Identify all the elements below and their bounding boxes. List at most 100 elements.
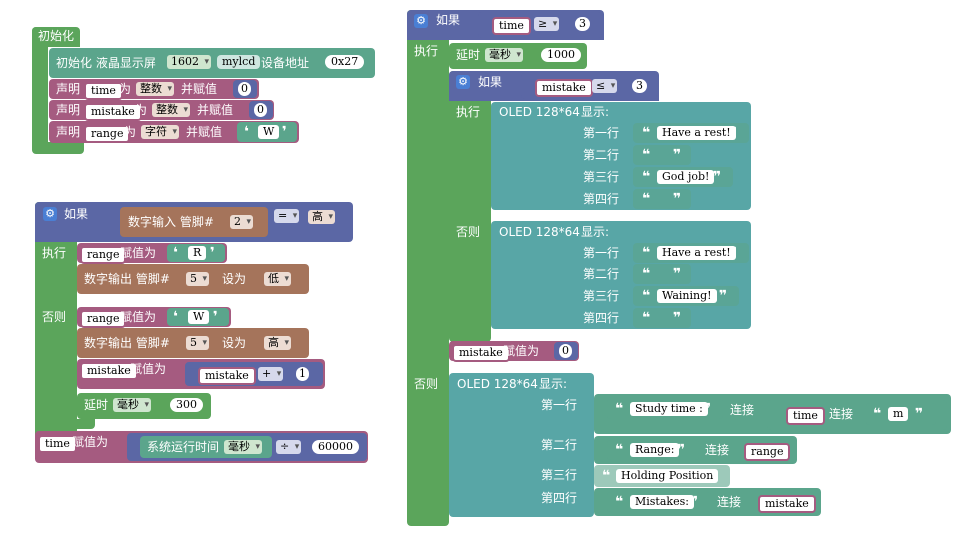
oled-main-row3-text[interactable]: Holding Position	[616, 469, 719, 483]
left-else-range-value[interactable]: W	[188, 310, 210, 324]
left-else-delay-unit[interactable]: 毫秒	[113, 398, 151, 412]
oled-else-block[interactable]	[491, 221, 751, 329]
oled-main-row2-join-label: 连接	[705, 443, 730, 457]
decl-mistake-prefix: 声明	[56, 103, 81, 117]
oled-main-title: OLED 128*64	[457, 377, 538, 391]
decl-range-assign: 并赋值	[186, 125, 223, 139]
decl-mistake-value[interactable]: 0	[254, 103, 267, 117]
decl-time-type[interactable]: 整数	[136, 82, 174, 96]
left-then-range-assign-label: 赋值为	[120, 246, 157, 260]
time-assign-value[interactable]: 60000	[312, 440, 359, 454]
left-else-digital-out-label: 数字输出 管脚#	[84, 336, 170, 350]
left-cond-value[interactable]: 高	[308, 210, 335, 224]
lcd-addr-label: 设备地址	[261, 56, 310, 70]
decl-time-var[interactable]: time	[84, 82, 123, 100]
left-then-range-var[interactable]: range	[80, 246, 127, 264]
left-else-mistake-value[interactable]: 1	[296, 367, 309, 381]
decl-mistake-type[interactable]: 整数	[152, 103, 190, 117]
open-quote-icon: ❝	[615, 442, 624, 458]
oled-main-row2-var[interactable]: range	[744, 443, 791, 461]
left-else-band	[35, 307, 77, 427]
left-else-pin[interactable]: 5	[186, 336, 209, 350]
left-then-level[interactable]: 低	[264, 272, 291, 286]
inner-then-label: 执行	[456, 105, 481, 119]
left-cond-op[interactable]: =	[274, 209, 300, 223]
left-else-delay-value[interactable]: 300	[170, 398, 203, 412]
close-quote-icon: ❞	[915, 406, 924, 422]
right-cond-var[interactable]: time	[492, 17, 531, 35]
inner-cond-var[interactable]: mistake	[535, 79, 593, 97]
oled-then-row1-label: 第一行	[583, 126, 620, 140]
oled-else-row3-label: 第三行	[583, 289, 620, 303]
lcd-var-name[interactable]: mylcd	[217, 55, 261, 69]
close-quote-icon: ❞	[673, 147, 682, 163]
oled-then-row3-text[interactable]: God job!	[657, 170, 715, 184]
decl-range-var[interactable]: range	[84, 125, 131, 143]
left-else-range-assign-label: 赋值为	[120, 310, 157, 324]
left-else-op[interactable]: +	[258, 367, 284, 381]
lcd-init-block[interactable]	[49, 48, 375, 78]
oled-main-row2-text[interactable]: Range:	[630, 443, 680, 457]
open-quote-icon: ❛	[173, 309, 178, 325]
time-assign-var[interactable]: time	[38, 435, 77, 453]
left-then-range-value[interactable]: R	[188, 246, 207, 260]
oled-else-row1-text[interactable]: Have a rest!	[657, 246, 736, 260]
lcd-model-dropdown[interactable]: 1602	[167, 55, 211, 69]
right-delay-value[interactable]: 1000	[541, 48, 581, 62]
oled-main-show: 显示:	[539, 377, 568, 391]
right-cond-value[interactable]: 3	[575, 17, 590, 31]
inner-cond-op[interactable]: ≤	[592, 79, 618, 93]
left-else-mistake-var[interactable]: mistake	[80, 362, 138, 380]
gear-icon[interactable]: ⚙	[414, 14, 428, 28]
left-then-set-label: 设为	[222, 272, 247, 286]
right-else-label: 否则	[414, 377, 439, 391]
left-else-set-label: 设为	[222, 336, 247, 350]
decl-range-value[interactable]: W	[258, 125, 280, 139]
oled-then-row1-text[interactable]: Have a rest!	[657, 126, 736, 140]
oled-then-block[interactable]	[491, 102, 751, 210]
left-else-expr-var[interactable]: mistake	[198, 367, 256, 385]
gear-icon[interactable]: ⚙	[456, 75, 470, 89]
oled-main-row4-join-label: 连接	[717, 495, 742, 509]
left-if-foot	[35, 419, 95, 429]
inner-cond-value[interactable]: 3	[632, 79, 647, 93]
left-cond-pin[interactable]: 2	[230, 215, 253, 229]
open-quote-icon: ❝	[615, 401, 624, 417]
open-quote-icon: ❝	[642, 245, 651, 261]
oled-else-row1-label: 第一行	[583, 246, 620, 260]
right-delay-unit[interactable]: 毫秒	[485, 48, 523, 62]
close-quote-icon: ❜	[282, 124, 287, 140]
decl-mistake-as: 为	[135, 103, 148, 117]
left-then-digital-out-label: 数字输出 管脚#	[84, 272, 170, 286]
decl-mistake-var[interactable]: mistake	[84, 103, 142, 121]
oled-main-row1-text[interactable]: Study time :	[630, 402, 708, 416]
right-cond-op[interactable]: ≥	[534, 17, 560, 31]
left-then-pin[interactable]: 5	[186, 272, 209, 286]
oled-else-show: 显示:	[581, 225, 610, 239]
decl-range-type[interactable]: 字符	[141, 125, 179, 139]
right-if-spine	[407, 10, 449, 526]
oled-main-row4-text[interactable]: Mistakes:	[630, 495, 694, 509]
decl-time-as: 为	[119, 82, 132, 96]
oled-main-block[interactable]	[449, 373, 594, 517]
runtime-unit[interactable]: 毫秒	[224, 440, 262, 454]
mistake-reset-value[interactable]: 0	[559, 344, 572, 358]
gear-icon[interactable]: ⚙	[43, 207, 57, 221]
oled-main-row4-var[interactable]: mistake	[758, 495, 816, 513]
oled-main-row1-text2[interactable]: m	[888, 407, 909, 421]
oled-then-row2-label: 第二行	[583, 148, 620, 162]
decl-time-prefix: 声明	[56, 82, 81, 96]
left-else-level[interactable]: 高	[264, 336, 291, 350]
left-else-range-var[interactable]: range	[80, 310, 127, 328]
oled-else-row3-text[interactable]: Waining!	[657, 289, 717, 303]
open-quote-icon: ❛	[173, 245, 178, 261]
close-quote-icon: ❞	[710, 468, 719, 484]
time-assign-op[interactable]: ÷	[276, 440, 302, 454]
mistake-reset-var[interactable]: mistake	[452, 344, 510, 362]
close-quote-icon: ❞	[729, 125, 738, 141]
oled-main-row1-var[interactable]: time	[786, 407, 825, 425]
decl-time-value[interactable]: 0	[238, 82, 251, 96]
left-cond-label: 数字输入 管脚#	[128, 215, 214, 229]
close-quote-icon: ❞	[713, 169, 722, 185]
lcd-addr-value[interactable]: 0x27	[325, 55, 365, 69]
